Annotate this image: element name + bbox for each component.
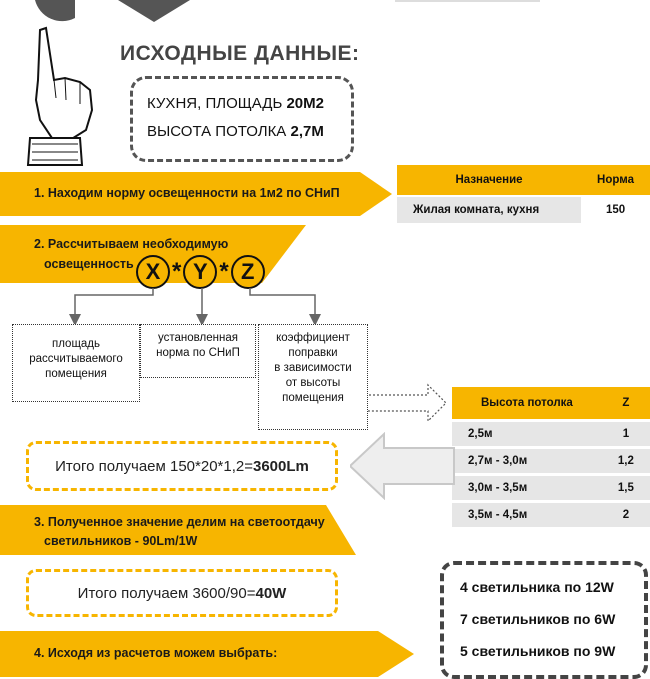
circle-fragment-icon — [35, 0, 75, 22]
height-header-z: Z — [601, 387, 650, 419]
table-row: 3,5м - 4,5м 2 — [452, 503, 650, 527]
norm-header-purpose: Назначение — [397, 165, 582, 195]
height-table-header: Высота потолка Z — [452, 387, 650, 419]
option-1: 4 светильника по 12W — [460, 579, 614, 595]
formula-x-circle: X — [136, 255, 170, 289]
step-2-text-line2: освещенность — [44, 257, 134, 271]
step-1-ribbon: 1. Находим норму освещенности на 1м2 по … — [0, 172, 392, 216]
table-row: 2,5м 1 — [452, 422, 650, 446]
formula-connectors — [69, 288, 447, 423]
step-1-text: 1. Находим норму освещенности на 1м2 по … — [34, 186, 340, 200]
input-line-area: КУХНЯ, ПЛОЩАДЬ 20М2 — [147, 95, 324, 112]
formula-op-1: * — [172, 258, 182, 285]
step-4-text: 4. Исходя из расчетов можем выбрать: — [34, 646, 278, 660]
page-title: ИСХОДНЫЕ ДАННЫЕ: — [120, 42, 360, 65]
options-box: 4 светильника по 12W 7 светильников по 6… — [440, 561, 648, 679]
factor-z-box: коэффициент поправки в зависимости от вы… — [258, 324, 368, 430]
table-row: 3,0м - 3,5м 1,5 — [452, 476, 650, 500]
left-arrow-icon — [350, 432, 455, 500]
dotted-right-arrow-icon — [365, 383, 447, 423]
pointing-hand-icon — [26, 26, 94, 166]
step-2-text-line1: 2. Рассчитываем необходимую — [34, 237, 229, 251]
top-decor — [35, 0, 540, 22]
formula-y-circle: Y — [183, 255, 218, 289]
table-row: 2,7м - 3,0м 1,2 — [452, 449, 650, 473]
result-1-box: Итого получаем 150*20*1,2=3600Lm — [26, 441, 338, 491]
step-3-text-line2: светильников - 90Lm/1W — [44, 534, 198, 548]
height-header-label: Высота потолка — [452, 387, 602, 419]
option-2: 7 светильников по 6W — [460, 611, 616, 627]
formula-op-2: * — [219, 258, 229, 285]
height-table: Высота потолка Z 2,5м 1 2,7м - 3,0м 1,2 … — [452, 384, 650, 530]
input-line-height: ВЫСОТА ПОТОЛКА 2,7М — [147, 123, 324, 140]
formula: X * Y * Z — [136, 255, 265, 289]
norm-header-norm: Норма — [581, 165, 650, 195]
norm-row-value: 150 — [581, 197, 650, 223]
down-arrow-icon — [118, 0, 190, 22]
norm-row-purpose: Жилая комната, кухня — [397, 197, 582, 223]
factor-y-box: установленная норма по СНиП — [140, 324, 256, 378]
step-3-ribbon: 3. Полученное значение делим на светоотд… — [0, 505, 356, 555]
step-4-ribbon: 4. Исходя из расчетов можем выбрать: — [0, 631, 414, 677]
input-data-box: КУХНЯ, ПЛОЩАДЬ 20М2 ВЫСОТА ПОТОЛКА 2,7М — [130, 76, 354, 162]
norm-table: Назначение Норма Жилая комната, кухня 15… — [397, 163, 650, 225]
step-3-text-line1: 3. Полученное значение делим на светоотд… — [34, 515, 325, 529]
option-3: 5 светильников по 9W — [460, 643, 616, 659]
factor-x-box: площадь рассчитываемого помещения — [12, 324, 140, 402]
result-2-box: Итого получаем 3600/90=40W — [26, 569, 338, 617]
formula-z-circle: Z — [230, 255, 265, 289]
table-row: Жилая комната, кухня 150 — [397, 197, 650, 223]
norm-table-header: Назначение Норма — [397, 165, 650, 195]
